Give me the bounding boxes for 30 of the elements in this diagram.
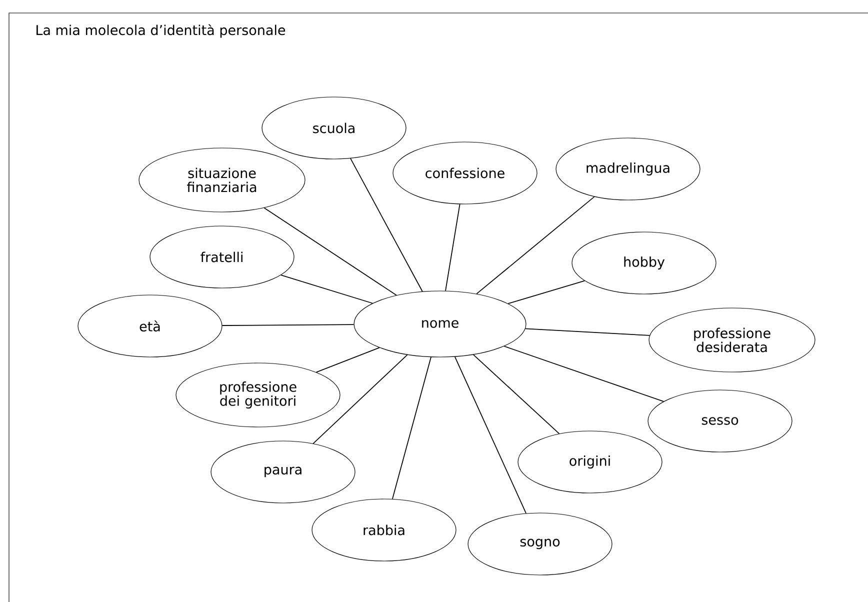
ellipse-node: sesso [648,390,792,452]
ellipse-node: professione desiderata [648,308,816,372]
ellipse-node: madrelingua [556,138,700,200]
connector-line [476,196,595,294]
connector-line [454,356,526,514]
ellipse-node: sogno [468,512,612,576]
ellipse-node: scuola [262,96,406,160]
connector-line [316,347,380,373]
connector-line [525,328,650,336]
title: La mia molecola d’identità personale [36,24,286,38]
ellipse-node: confessione [392,142,538,204]
ellipse-node: hobby [572,232,716,294]
ellipse-node: rabbia [312,498,456,562]
connector-line [264,207,397,296]
connector-line [392,356,432,500]
connector-line [280,274,373,304]
ellipse-node: età [78,294,222,358]
ellipse-node: situazione finanziaria [138,148,306,212]
connector-line [222,324,354,326]
connector-line [508,280,585,304]
ellipse-node: paura [210,440,356,504]
connector-line [504,346,664,402]
connector-line [350,158,423,292]
connector-line [472,354,560,434]
ellipse-node: nome [354,290,526,358]
connector-line [445,204,460,292]
ellipse-node: origini [518,430,662,494]
ellipse-node: professione dei genitori [176,362,340,428]
connector-line [312,354,408,444]
ellipse-node: fratelli [150,226,294,288]
